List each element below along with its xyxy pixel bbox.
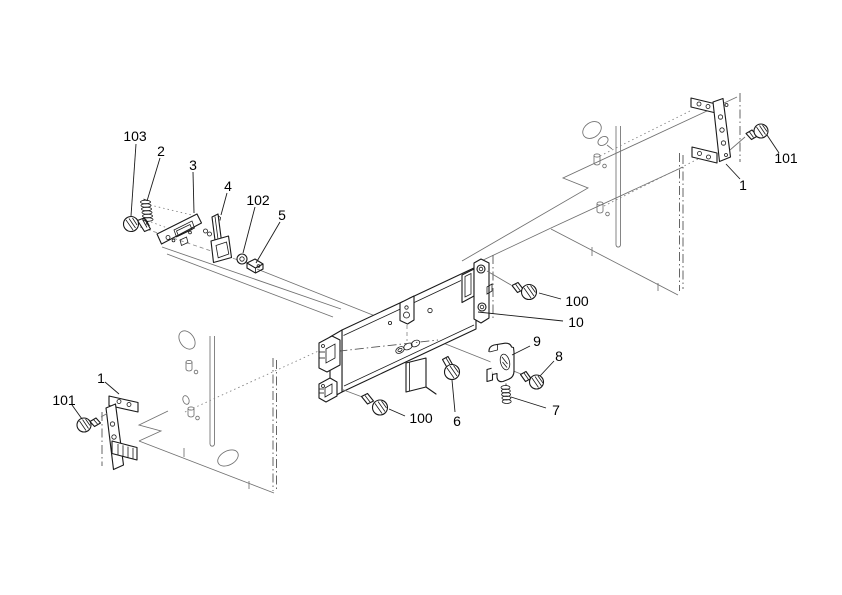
frame-hole-oval (178, 330, 196, 350)
callout-2: 2 (157, 143, 165, 159)
callout-7: 7 (552, 402, 560, 418)
callout-leader-103 (130, 143, 137, 217)
screw-6 (441, 355, 461, 381)
callout-leader-1 (104, 381, 120, 395)
callout-leader-9 (511, 345, 531, 356)
screw-100-top (486, 270, 538, 301)
frame-hole-small (182, 395, 190, 405)
hinge-bracket-1-top-right (690, 97, 732, 164)
callout-leader-7 (510, 396, 547, 409)
callout-102: 102 (246, 192, 270, 208)
spring-7 (500, 383, 512, 404)
hinge-bracket-1-bottom-left (101, 395, 139, 471)
frame-rail-left (209, 336, 215, 447)
callout-leader-4 (220, 192, 228, 216)
plate-end-cap (473, 255, 494, 324)
spring-2 (140, 198, 154, 225)
callout-leader-3 (192, 171, 195, 214)
frame-peg (593, 153, 607, 169)
frame-rail-right-upper (615, 126, 621, 248)
callout-100: 100 (409, 410, 433, 426)
callout-103: 103 (123, 128, 147, 144)
callout-5: 5 (278, 207, 286, 223)
callout-10: 10 (568, 314, 584, 330)
mount-plate-10 (318, 255, 494, 403)
callout-leader-1 (725, 163, 741, 180)
callout-leader-2 (146, 157, 161, 202)
plate-flap (405, 357, 437, 395)
callout-101: 101 (52, 392, 76, 408)
callout-9: 9 (533, 333, 541, 349)
lever-4 (203, 213, 233, 264)
callout-leader-6 (451, 379, 456, 413)
frame-panel-bottom-left (137, 330, 326, 494)
clip-5 (246, 258, 264, 274)
e-ring-102 (236, 253, 248, 265)
screw-8 (519, 370, 545, 390)
callout-100: 100 (565, 293, 589, 309)
callout-1: 1 (739, 177, 747, 193)
callout-labels: 103 2 3 4 102 5 101 1 100 10 98 7 6 100 1 101 (52, 128, 798, 429)
latch-plate-3 (156, 213, 203, 247)
screw-101-top-right (729, 123, 769, 151)
latch-9 (486, 342, 515, 383)
plate-left-clip-upper (318, 335, 341, 373)
callout-leader-101 (766, 134, 780, 154)
wire-loop (582, 121, 613, 150)
frame-peg (596, 201, 610, 217)
frame-edge-dashdot-left (272, 358, 277, 491)
frame-panel-top-right (461, 93, 741, 296)
callout-leader-100 (538, 292, 562, 300)
plate-left-clip-lower (318, 377, 338, 403)
callout-8: 8 (555, 348, 563, 364)
callout-6: 6 (453, 413, 461, 429)
callout-4: 4 (224, 178, 232, 194)
callout-leader-10 (477, 311, 564, 322)
frame-edge-dashdot-right (679, 153, 684, 291)
callout-3: 3 (189, 157, 197, 173)
callout-leader-102 (242, 206, 256, 254)
callout-leader-8 (539, 360, 555, 377)
screw-101-bottom-left (76, 413, 108, 433)
screw-103 (122, 215, 152, 233)
callout-leader-100 (388, 408, 406, 417)
frame-peg (187, 406, 200, 421)
callout-1: 1 (97, 370, 105, 386)
callout-101: 101 (774, 150, 798, 166)
frame-peg (185, 359, 199, 375)
frame-hole-oval (217, 449, 239, 467)
screw-100-bottom (340, 388, 389, 416)
callout-leader-101 (71, 404, 83, 420)
callout-leader-5 (255, 221, 281, 264)
